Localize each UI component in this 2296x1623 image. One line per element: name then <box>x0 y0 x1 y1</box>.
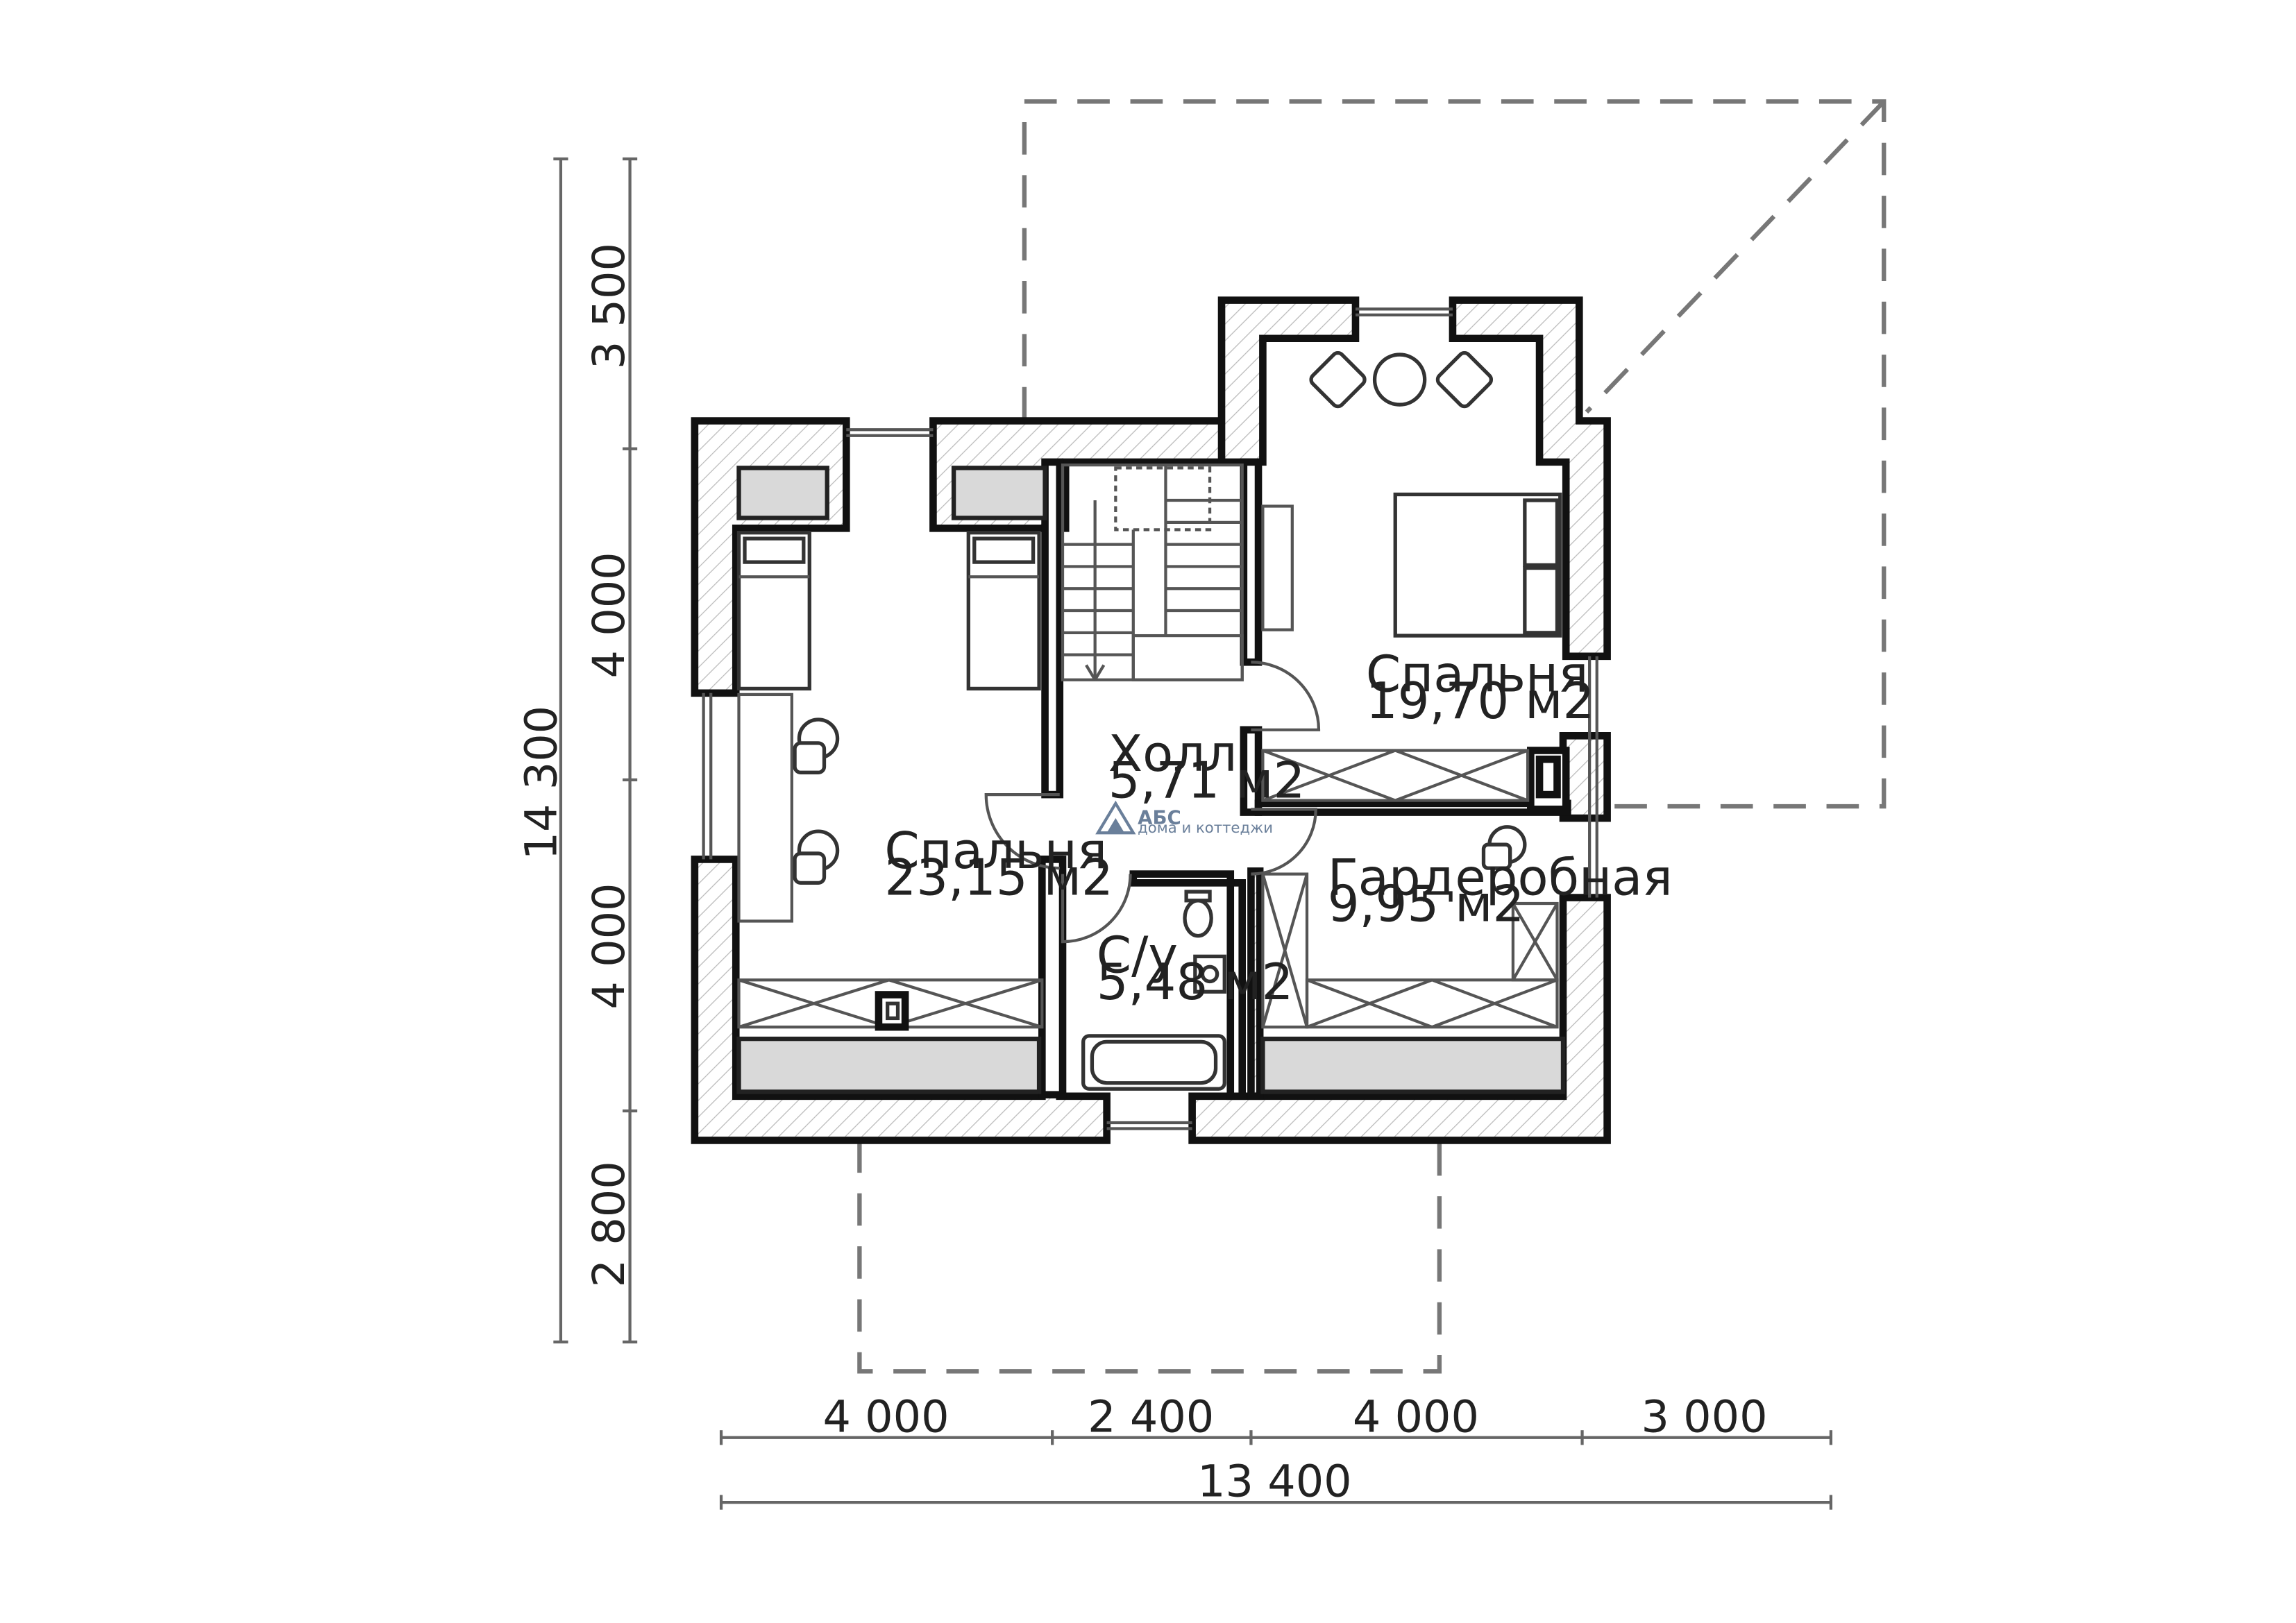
horizontal-dimension-chain: 4 000 2 400 4 000 3 000 <box>719 1391 1833 1445</box>
toilet <box>1183 890 1213 938</box>
doors <box>984 661 1321 944</box>
room-area-wardrobe: 9,95 м2 <box>1328 875 1525 933</box>
room-name-hall: Холл <box>1108 725 1238 783</box>
wardrobe-right-bedroom <box>1261 749 1530 802</box>
office-chair-1 <box>793 717 840 774</box>
horizontal-dimension-total: 13 400 <box>719 1456 1833 1510</box>
room-name-bathroom: С/у <box>1097 927 1178 985</box>
roof-outline-top <box>1022 99 1886 809</box>
armchair-2 <box>1435 351 1494 409</box>
vanity-chair <box>1481 825 1527 870</box>
staircase <box>1061 463 1244 681</box>
room-area-bedroom-right: 19,70 м2 <box>1366 672 1595 731</box>
logo-subtitle: дома и коттеджи <box>1138 819 1273 836</box>
room-area-bathroom: 5,48 м2 <box>1097 953 1294 1012</box>
wardrobe-dressing-room <box>1261 872 1559 1029</box>
vertical-dimension-chain: 3 500 4 000 4 000 2 800 <box>584 157 638 1344</box>
round-table <box>1372 352 1427 407</box>
room-area-bedroom-left: 23,15 м2 <box>884 849 1113 907</box>
dim-vertical-3: 4 000 <box>584 883 635 1009</box>
terrace-outline-bottom <box>857 1140 1442 1374</box>
bed-left-2 <box>966 531 1041 691</box>
nightstand <box>1261 504 1294 631</box>
vertical-dimension-total: 14 300 <box>516 157 568 1344</box>
room-name-wardrobe: Гардеробная <box>1328 849 1673 907</box>
sink <box>1193 954 1226 994</box>
logo-text: АБС <box>1138 807 1181 829</box>
bathtub <box>1081 1034 1226 1091</box>
dim-vertical-4: 2 800 <box>584 1161 635 1287</box>
dim-vertical-1: 3 500 <box>584 243 635 369</box>
dim-horizontal-3: 4 000 <box>1353 1391 1479 1443</box>
bed-left-1 <box>736 531 811 691</box>
room-name-bedroom-right: Спальня <box>1366 646 1589 704</box>
interior-walls <box>1038 458 1571 1101</box>
dim-vertical-2: 4 000 <box>584 552 635 678</box>
office-chair-2 <box>793 829 840 885</box>
company-logo: АБС дома и коттеджи <box>1095 800 1273 836</box>
room-area-hall: 5,71 м2 <box>1108 751 1306 810</box>
wardrobe-left <box>737 978 1044 1031</box>
dim-total-horizontal: 13 400 <box>1197 1456 1352 1508</box>
dim-horizontal-4: 3 000 <box>1641 1391 1767 1443</box>
dim-horizontal-2: 2 400 <box>1088 1391 1214 1443</box>
room-name-bedroom-left: Спальня <box>884 822 1107 881</box>
dim-total-vertical: 14 300 <box>516 706 568 860</box>
armchair-1 <box>1309 351 1367 409</box>
radiators <box>736 466 1566 1094</box>
dim-horizontal-1: 4 000 <box>822 1391 949 1443</box>
desk <box>737 692 793 923</box>
double-bed <box>1393 492 1562 638</box>
windows <box>702 307 1598 1130</box>
